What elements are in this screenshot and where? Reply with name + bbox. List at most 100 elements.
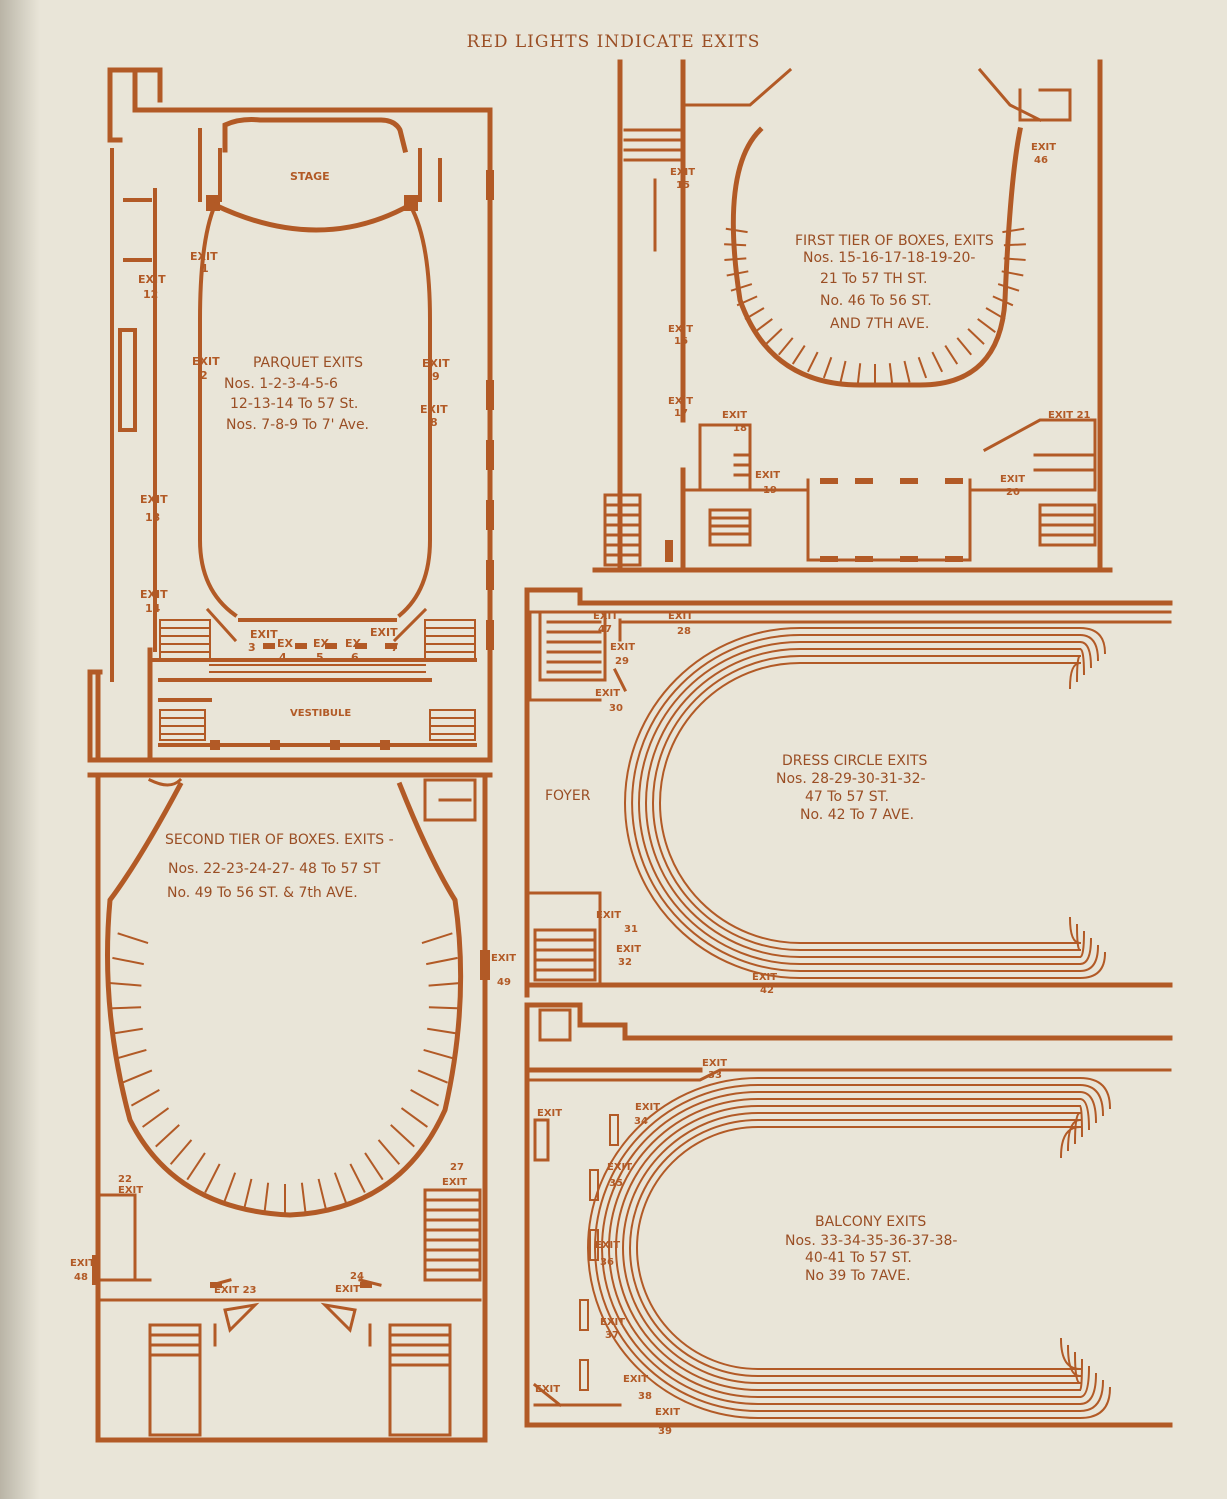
- exit-32-label: EXIT: [616, 944, 641, 955]
- parquet-line-2: 12-13-14 To 57 St.: [230, 396, 358, 412]
- exit-24-number: 24: [350, 1271, 364, 1282]
- box-divider: [977, 318, 996, 334]
- box-divider: [155, 1124, 180, 1148]
- first-tier-exits-note: FIRST TIER OF BOXES, EXITS Nos. 15-16-17…: [795, 233, 994, 332]
- balcony-title: BALCONY EXITS: [815, 1214, 926, 1230]
- box-divider: [839, 360, 847, 383]
- page-binding-edge: [0, 0, 40, 1499]
- exit-9-number: 9: [432, 370, 440, 383]
- box-divider: [806, 351, 819, 373]
- box-divider: [428, 982, 461, 987]
- exit-15-number: 15: [676, 180, 690, 191]
- box-divider: [364, 1152, 384, 1181]
- dress-circle-line-2: 47 To 57 ST.: [805, 789, 889, 805]
- exit-17-label: EXIT: [668, 396, 693, 407]
- box-divider: [754, 318, 773, 334]
- seat-row: [638, 641, 1081, 965]
- exit-1-label: EXIT: [190, 250, 218, 263]
- dress-circle-title: DRESS CIRCLE EXITS: [782, 753, 928, 769]
- seat-row: [622, 1112, 1081, 1384]
- box-divider: [130, 1089, 160, 1107]
- box-divider: [204, 1163, 221, 1193]
- exit-38-label: EXIT: [623, 1374, 648, 1385]
- second-tier-line-2: No. 49 To 56 ST. & 7th AVE.: [167, 885, 358, 901]
- seat-row-end: [1073, 1111, 1082, 1385]
- exit-46-label: EXIT: [1031, 142, 1056, 153]
- box-divider: [112, 956, 144, 966]
- balcony-plan: BALCONY EXITS Nos. 33-34-35-36-37-38- 40…: [524, 1002, 1173, 1437]
- exit-23-label: EXIT 23: [214, 1285, 257, 1296]
- exit-35-number: 35: [609, 1178, 623, 1189]
- exit-29-label: EXIT: [610, 642, 635, 653]
- box-divider: [888, 363, 894, 386]
- box-divider: [956, 337, 973, 356]
- box-divider: [903, 360, 911, 383]
- first-tier-line-3: No. 46 To 56 ST.: [820, 293, 932, 309]
- box-divider: [421, 932, 453, 945]
- exit-33-label: EXIT: [702, 1058, 727, 1069]
- first-tier-plan: FIRST TIER OF BOXES, EXITS Nos. 15-16-17…: [592, 59, 1113, 573]
- exit-2-label: EXIT: [192, 355, 220, 368]
- seat-row-end: [1078, 626, 1107, 980]
- box-divider: [142, 1107, 170, 1128]
- exit-36-label: EXIT: [595, 1240, 620, 1251]
- exit-15-label: EXIT: [670, 167, 695, 178]
- exit-16-label: EXIT: [668, 324, 693, 335]
- exit-8-number: 8: [430, 416, 438, 429]
- seat-row: [615, 1105, 1081, 1391]
- box-divider: [736, 295, 758, 307]
- exit-20-number: 20: [1006, 487, 1020, 498]
- exit-1-number: 1: [201, 262, 209, 275]
- balcony-line-3: No 39 To 7AVE.: [805, 1268, 910, 1284]
- dress-circle-line-3: No. 42 To 7 AVE.: [800, 807, 914, 823]
- seat-row-end: [1078, 1090, 1098, 1406]
- parquet-exits-note: PARQUET EXITS Nos. 1-2-3-4-5-6 12-13-14 …: [224, 355, 369, 433]
- exit-12-label: EXIT: [138, 273, 166, 286]
- box-divider: [400, 1107, 428, 1128]
- seat-row: [594, 1084, 1081, 1412]
- exit-3-number: 3: [248, 641, 256, 654]
- box-divider: [724, 257, 747, 261]
- exit-34-number: 34: [634, 1116, 648, 1127]
- exit-20-label: EXIT: [1000, 474, 1025, 485]
- ex-4-number: 4: [279, 651, 287, 664]
- box-divider: [121, 1069, 153, 1084]
- exit-19-label: EXIT: [755, 470, 780, 481]
- exit-35-label: EXIT: [607, 1162, 632, 1173]
- box-divider: [822, 356, 833, 379]
- second-tier-line-1: Nos. 22-23-24-27- 48 To 57 ST: [168, 861, 381, 877]
- seat-row-end: [1078, 640, 1093, 966]
- seat-row: [631, 634, 1081, 972]
- seat-row: [587, 1077, 1081, 1419]
- exit-47-label: EXIT: [593, 611, 618, 622]
- box-divider: [377, 1139, 401, 1165]
- box-divider: [967, 328, 985, 345]
- box-divider: [777, 337, 794, 356]
- exit-32-number: 32: [618, 957, 632, 968]
- seat-row: [645, 648, 1081, 958]
- exit-28-label: EXIT: [668, 611, 693, 622]
- box-divider: [791, 345, 806, 365]
- exit-19-number: 19: [763, 485, 777, 496]
- seat-row-end: [1059, 1125, 1082, 1371]
- box-divider: [186, 1152, 206, 1181]
- box-divider: [333, 1172, 347, 1203]
- exit-7-number: 7: [391, 641, 399, 654]
- seat-row: [601, 1091, 1081, 1405]
- first-tier-line-4: AND 7TH AVE.: [830, 316, 929, 332]
- exit-40-label: EXIT: [537, 1108, 562, 1119]
- balcony-box-door: [579, 1359, 589, 1391]
- box-divider: [1001, 270, 1024, 277]
- seat-row-end: [1066, 1118, 1082, 1378]
- seat-row: [608, 1098, 1081, 1398]
- box-divider: [724, 243, 747, 247]
- box-divider: [263, 1182, 270, 1215]
- vestibule-label: VESTIBULE: [290, 708, 351, 719]
- exit-38-number: 38: [638, 1391, 652, 1402]
- box-divider: [985, 307, 1006, 321]
- first-tier-title: FIRST TIER OF BOXES, EXITS: [795, 233, 994, 249]
- second-tier-title: SECOND TIER OF BOXES. EXITS -: [165, 832, 394, 848]
- box-divider: [856, 363, 862, 386]
- ex-5-label: EX: [313, 637, 330, 650]
- second-tier-exits-note: SECOND TIER OF BOXES. EXITS - Nos. 22-23…: [165, 832, 394, 901]
